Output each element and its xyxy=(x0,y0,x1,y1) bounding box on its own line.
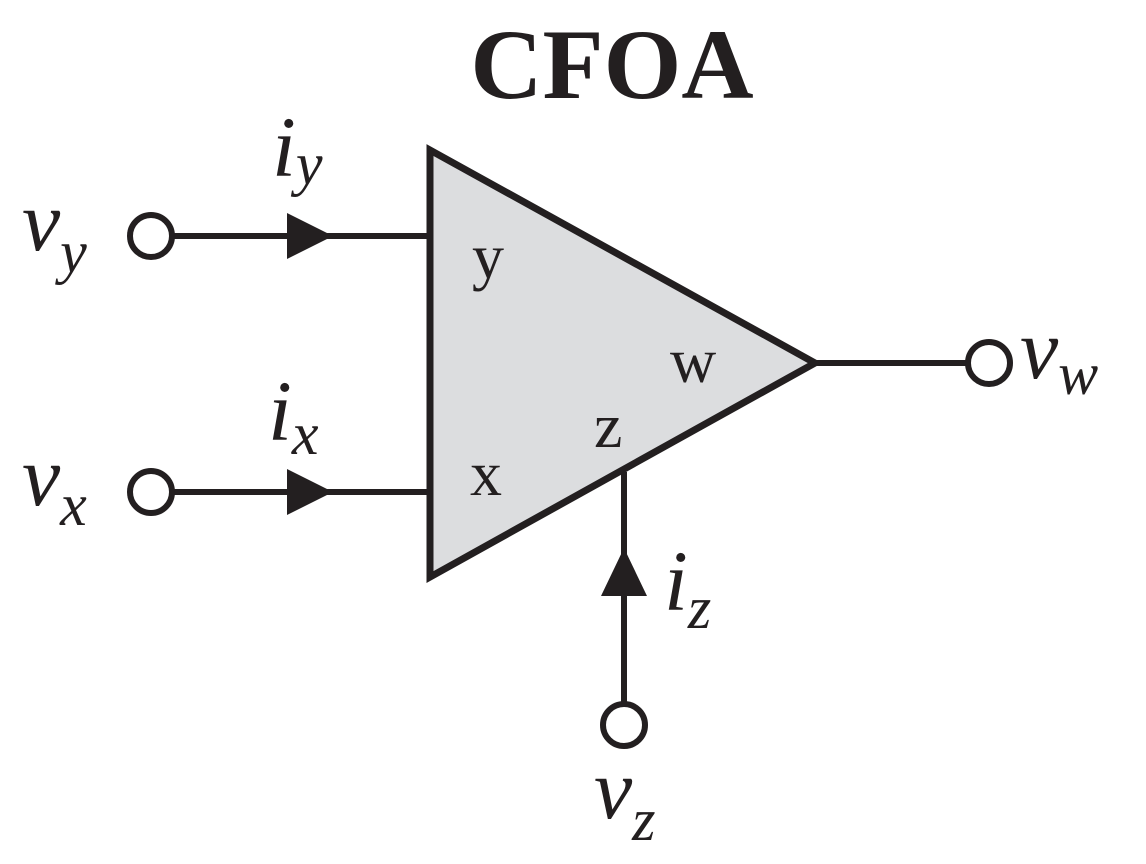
terminal-vx xyxy=(127,468,175,516)
pin-label-w: w xyxy=(670,325,716,396)
terminal-vw xyxy=(965,339,1013,387)
pin-label-x: x xyxy=(470,438,502,509)
label-iy: iy xyxy=(272,99,323,197)
label-vw: vw xyxy=(1020,301,1098,407)
label-ix: ix xyxy=(268,363,319,467)
label-vz: vz xyxy=(594,741,656,853)
terminal-vz xyxy=(600,701,648,749)
diagram-title: CFOA xyxy=(470,9,753,120)
current-arrow-iy xyxy=(287,213,333,259)
pin-label-z: z xyxy=(594,390,622,461)
current-arrow-iz xyxy=(601,548,647,596)
cfoa-triangle xyxy=(426,144,823,583)
current-arrow-ix xyxy=(287,469,333,515)
pin-label-y: y xyxy=(472,221,504,292)
label-vy: vy xyxy=(22,173,87,285)
terminal-vy xyxy=(127,212,175,260)
label-iz: iz xyxy=(664,533,711,641)
label-vx: vx xyxy=(22,428,87,538)
